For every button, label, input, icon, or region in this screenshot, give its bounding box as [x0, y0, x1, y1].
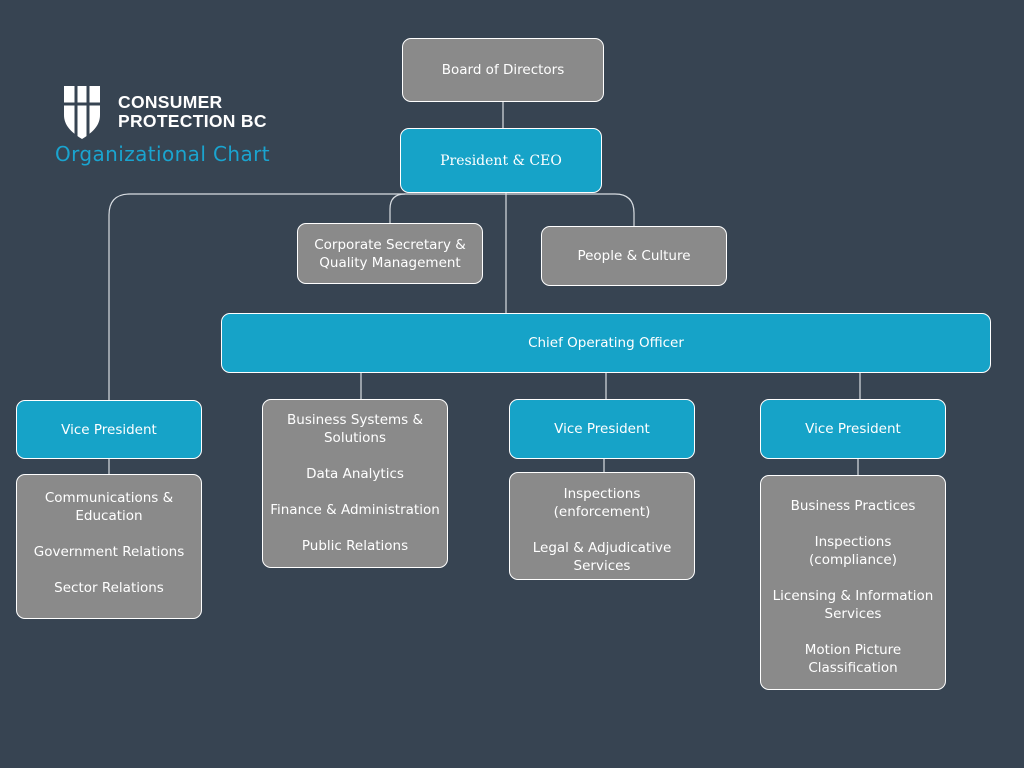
brand-name-line2: PROTECTION BC [118, 111, 267, 131]
node-vice-president-left: Vice President [16, 400, 202, 459]
group-communications: Communications & Education Government Re… [16, 474, 202, 619]
group-item: Motion Picture Classification [804, 642, 902, 676]
group-business-practices: Business Practices Inspections (complian… [760, 475, 946, 690]
group-business-systems: Business Systems & Solutions Data Analyt… [262, 399, 448, 568]
node-vice-president-middle: Vice President [509, 399, 695, 459]
node-label: People & Culture [577, 248, 691, 264]
brand-name-line1: CONSUMER [118, 92, 223, 112]
brand-name: CONSUMER PROTECTION BC [118, 93, 267, 131]
node-corporate-secretary: Corporate Secretary & Quality Management [297, 223, 483, 284]
node-label: Corporate Secretary & Quality Management [314, 236, 466, 271]
connector-ceo-vp-left [108, 193, 131, 400]
group-item: Legal & Adjudicative Services [532, 540, 672, 574]
node-people-culture: People & Culture [541, 226, 727, 286]
node-president-ceo: President & CEO [400, 128, 602, 193]
group-item: Inspections (compliance) [809, 534, 897, 568]
group-item: Public Relations [301, 538, 409, 554]
group-item: Licensing & Information Services [772, 588, 934, 622]
node-label: Chief Operating Officer [528, 335, 684, 351]
shield-icon [64, 85, 100, 139]
chart-subtitle: Organizational Chart [55, 142, 270, 166]
group-inspections-enforcement: Inspections (enforcement) Legal & Adjudi… [509, 472, 695, 580]
group-item: Data Analytics [306, 466, 404, 482]
node-label: Vice President [554, 421, 650, 437]
group-item: Finance & Administration [270, 502, 440, 518]
group-item: Sector Relations [54, 580, 164, 596]
group-item: Business Practices [790, 498, 916, 514]
node-label: President & CEO [440, 152, 562, 169]
node-label: Vice President [805, 421, 901, 437]
group-item: Inspections (enforcement) [553, 486, 651, 520]
group-item: Business Systems & Solutions [287, 412, 424, 446]
connector-ceo-branch [130, 193, 635, 226]
node-vice-president-right: Vice President [760, 399, 946, 459]
node-label: Board of Directors [441, 62, 565, 78]
node-chief-operating-officer: Chief Operating Officer [221, 313, 991, 373]
group-item: Communications & Education [44, 490, 174, 524]
node-label: Vice President [61, 421, 157, 438]
connector-ceo-corporate [389, 193, 406, 223]
node-board-of-directors: Board of Directors [402, 38, 604, 102]
group-item: Government Relations [33, 544, 185, 560]
